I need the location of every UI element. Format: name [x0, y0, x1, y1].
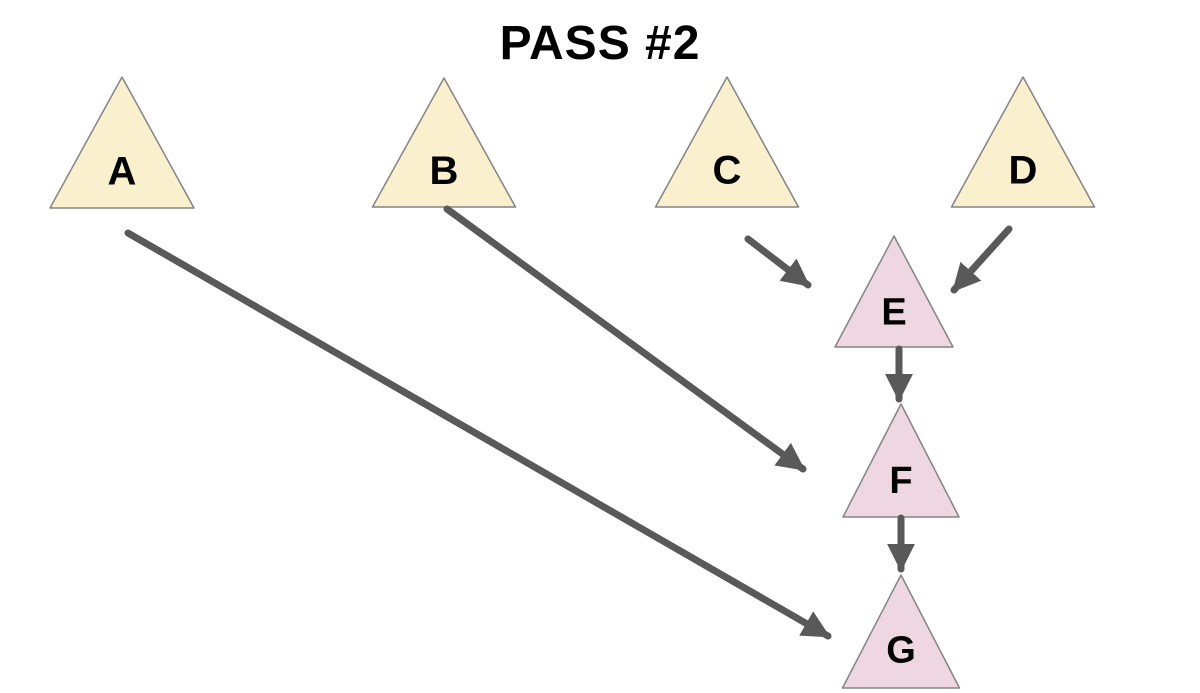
- edge-B-F-arrow: [443, 205, 807, 473]
- edge-D-E-arrow: [950, 225, 1013, 294]
- node-C-triangle: [654, 76, 800, 208]
- node-D-triangle: [950, 76, 1096, 208]
- node-A-label: A: [108, 149, 137, 193]
- node-G-label: G: [886, 630, 916, 672]
- diagram-title: PASS #2: [499, 17, 701, 70]
- node-F-label: F: [889, 460, 912, 502]
- node-B-triangle: [371, 77, 517, 208]
- node-D-label: D: [1009, 149, 1038, 193]
- node-E-triangle: [834, 235, 954, 348]
- edge-C-E-arrow: [744, 235, 812, 289]
- edge-A-G-arrow: [124, 229, 832, 640]
- node-A-triangle: [49, 76, 195, 209]
- node-C-label: C: [713, 149, 742, 193]
- node-G-triangle: [841, 574, 961, 689]
- node-E-label: E: [881, 292, 906, 334]
- node-B-label: B: [430, 149, 459, 193]
